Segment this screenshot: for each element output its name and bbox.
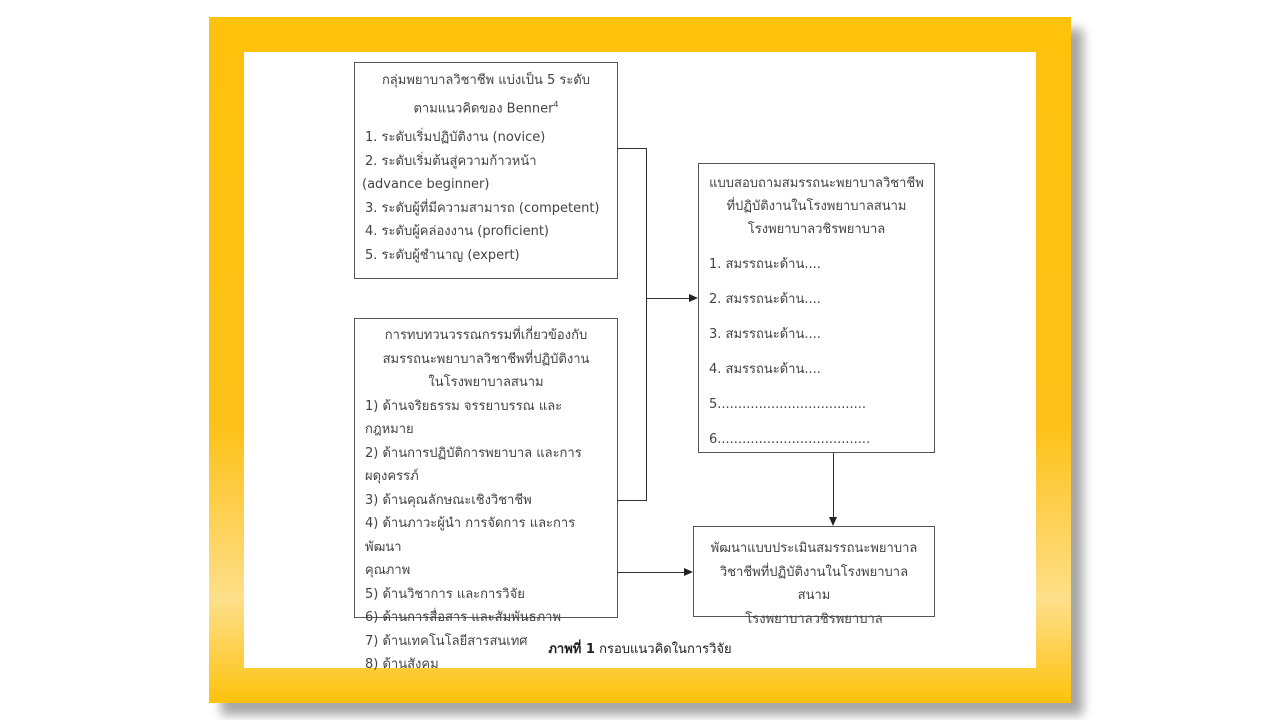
box-title-line: ที่ปฏิบัติงานในโรงพยาบาลสนาม [726, 199, 907, 214]
box-title-line: ในโรงพยาบาลสนาม [428, 375, 544, 390]
connector-line [646, 298, 690, 299]
list-item: 2) ด้านการปฏิบัติการพยาบาล และการผดุงครร… [365, 445, 582, 485]
connector-line [646, 148, 647, 501]
list-item: 7) ด้านเทคโนโลยีสารสนเทศ [365, 633, 528, 649]
box-title-line: กลุ่มพยาบาลวิชาชีพ แบ่งเป็น 5 ระดับ [381, 73, 591, 88]
literature-review-box: การทบทวนวรรณกรรมที่เกี่ยวข้องกับ สมรรถนะ… [354, 318, 618, 672]
list-item: 5) ด้านวิชาการ และการวิจัย [365, 586, 525, 602]
list-item: 6) ด้านการสื่อสาร และสัมพันธภาพ [365, 610, 562, 625]
caption-label: ภาพที่ 1 [548, 642, 595, 657]
box-title-line: โรงพยาบาลวชิรพยาบาล [747, 222, 886, 237]
list-item: 4. ระดับผู้คล่องงาน (proficient) [365, 224, 549, 240]
caption-text: กรอบแนวคิดในการวิจัย [599, 642, 732, 657]
box-title-line: การทบทวนวรรณกรรมที่เกี่ยวข้องกับ [384, 328, 588, 343]
box-line: พัฒนาแบบประเมินสมรรถนะพยาบาล [710, 541, 918, 556]
connector-line [833, 453, 834, 518]
list-item: 1. สมรรถนะด้าน.... [709, 257, 821, 272]
list-item: 8) ด้านสังคม [365, 657, 439, 672]
box-title-text: ตามแนวคิดของ Benner [413, 100, 554, 116]
connector-line [617, 148, 646, 149]
list-item: 1) ด้านจริยธรรม จรรยาบรรณ และกฎหมาย [365, 398, 563, 438]
arrowhead-icon [689, 294, 698, 302]
list-item: (advance beginner) [362, 177, 490, 193]
box-line: วิชาชีพที่ปฏิบัติงานในโรงพยาบาลสนาม [719, 564, 909, 604]
list-item: 4) ด้านภาวะผู้นำ การจัดการ และการพัฒนา [365, 516, 576, 555]
list-item: 5. ระดับผู้ชำนาญ (expert) [365, 247, 520, 263]
box-title-line: สมรรถนะพยาบาลวิชาชีพที่ปฏิบัติงาน [382, 351, 590, 367]
list-item: คุณภาพ [365, 563, 411, 578]
arrowhead-icon [684, 568, 693, 576]
list-item: 2. ระดับเริ่มต้นสู่ความก้าวหน้า [365, 153, 537, 169]
arrowhead-icon [829, 517, 837, 526]
figure-caption: ภาพที่ 1 กรอบแนวคิดในการวิจัย [244, 638, 1036, 659]
box-line: โรงพยาบาลวชิรพยาบาล [745, 611, 883, 627]
assessment-development-box: พัฒนาแบบประเมินสมรรถนะพยาบาล วิชาชีพที่ป… [693, 526, 935, 627]
connector-line [617, 572, 685, 573]
list-item: 3) ด้านคุณลักษณะเชิงวิชาชีพ [365, 492, 532, 508]
footnote-marker: 4 [553, 99, 559, 109]
benner-levels-box: กลุ่มพยาบาลวิชาชีพ แบ่งเป็น 5 ระดับ ตามแ… [354, 62, 618, 279]
list-item: 3. สมรรถนะด้าน.... [709, 327, 821, 342]
connector-line [617, 500, 646, 501]
list-item: 2. สมรรถนะด้าน.... [709, 292, 821, 307]
questionnaire-box: แบบสอบถามสมรรถนะพยาบาลวิชาชีพ ที่ปฏิบัติ… [698, 163, 935, 453]
list-item: 6..................................... [709, 432, 871, 447]
list-item: 3. ระดับผู้ที่มีความสามารถ (competent) [365, 200, 600, 216]
list-item: 4. สมรรถนะด้าน.... [709, 362, 821, 377]
box-title-line: แบบสอบถามสมรรถนะพยาบาลวิชาชีพ [709, 176, 924, 191]
list-item: 1. ระดับเริ่มปฏิบัติงาน (novice) [365, 130, 546, 146]
list-item: 5.................................... [709, 397, 867, 412]
box-title-line: ตามแนวคิดของ Benner4 [365, 93, 607, 121]
